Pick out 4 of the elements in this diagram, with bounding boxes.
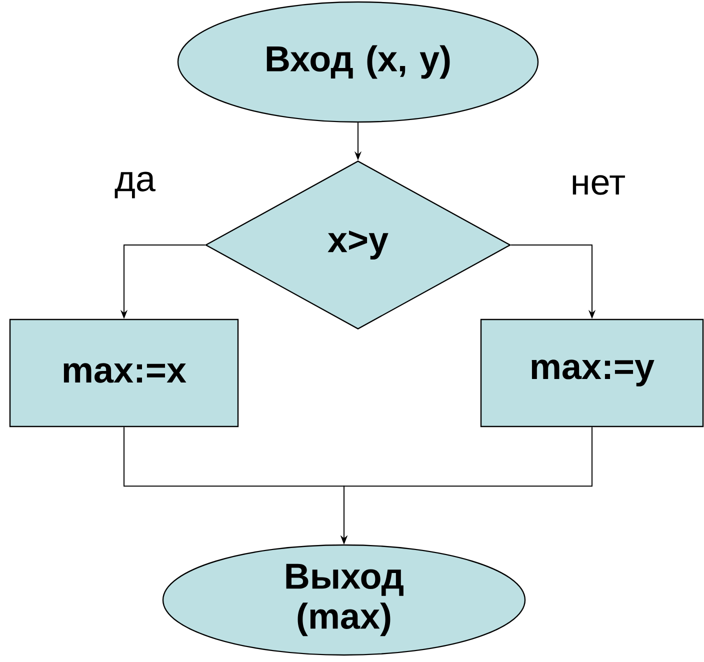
edge-label: да [114, 172, 156, 198]
edge-label: нет [572, 175, 625, 195]
process-box: max:=x [9, 318, 239, 428]
process-box: max:=y [480, 318, 704, 428]
